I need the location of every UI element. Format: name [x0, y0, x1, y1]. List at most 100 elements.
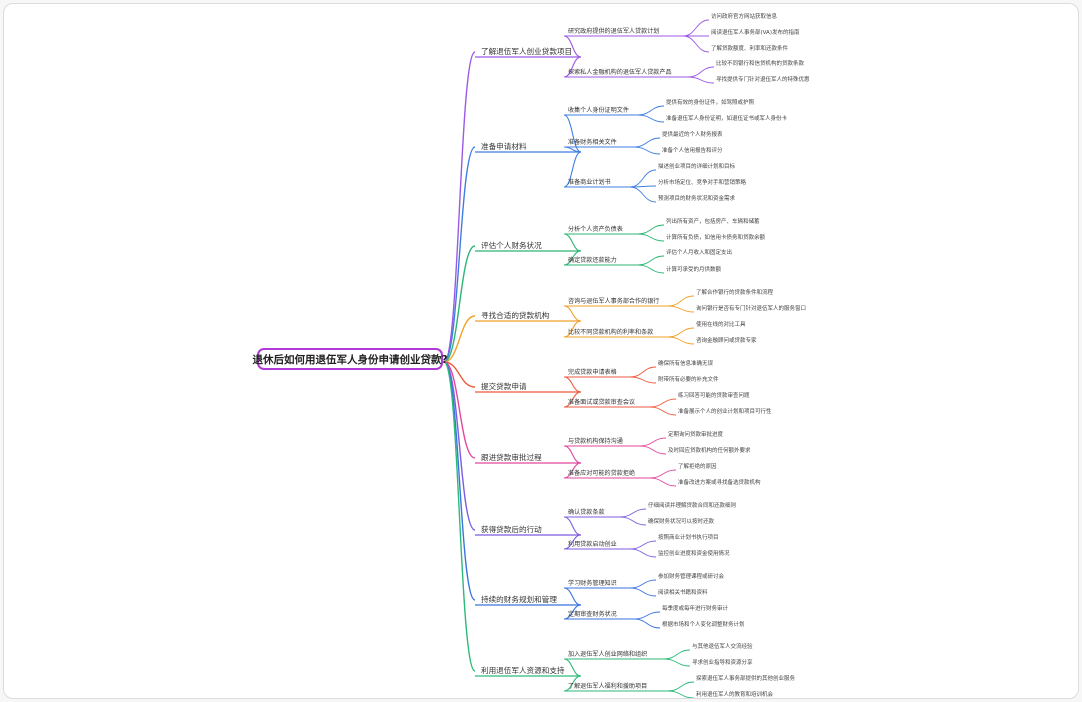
leaf-label[interactable]: 计算可承受的月供数额	[666, 265, 722, 273]
leaf-connector	[629, 548, 657, 558]
leaf-connector	[619, 508, 647, 518]
leaf-label[interactable]: 寻求创业指导和资源分享	[692, 658, 753, 666]
leaf-label[interactable]: 练习回答可能的贷款审查问题	[678, 391, 750, 399]
branch-connector	[443, 245, 476, 363]
leaf-label[interactable]: 及时回应贷款机构的任何额外要求	[668, 446, 751, 454]
branch-connector	[443, 361, 476, 531]
mindmap-svg: 了解退伍军人创业贷款项目 研究政府提供的退伍军人贷款计划 访问政府官方网站获取信息阅…	[443, 12, 810, 698]
leaf-connector	[629, 169, 657, 188]
leaf-connector	[687, 76, 715, 84]
leaf-label[interactable]: 根据市场和个人变化调整财务计划	[662, 620, 745, 628]
leaf-label[interactable]: 访问政府官方网站获取信息	[711, 12, 778, 20]
leaf-label[interactable]: 计算所有负债，如信用卡债务和贷款余额	[666, 233, 766, 241]
branch-label[interactable]: 跟进贷款审批过程	[481, 452, 542, 462]
subbranch-label[interactable]: 研究政府提供的退伍军人贷款计划	[568, 27, 659, 35]
leaf-label[interactable]: 询问银行是否有专门针对退伍军人的服务窗口	[696, 304, 806, 312]
leaf-label[interactable]: 评估个人月收入和固定支出	[666, 248, 732, 256]
leaf-label[interactable]: 参加财务管理课程或研讨会	[658, 572, 725, 580]
branch-connector	[443, 315, 476, 363]
leaf-connector	[667, 327, 695, 338]
branch-label[interactable]: 利用退伍军人资源和支持	[481, 665, 565, 675]
leaf-label[interactable]: 准备改进方案或寻找备选贷款机构	[678, 478, 761, 486]
subbranch-connector	[563, 151, 582, 188]
leaf-connector	[687, 66, 715, 78]
leaf-connector	[637, 224, 665, 235]
leaf-label[interactable]: 确保所有信息准确无误	[658, 359, 714, 367]
branch-connector	[443, 361, 476, 459]
leaf-label[interactable]: 监控创业进度和资金使用情况	[658, 549, 730, 557]
leaf-label[interactable]: 探索退伍军人事务部提供的其他创业服务	[696, 674, 796, 682]
subbranch-label[interactable]: 咨询与退伍军人事务部合作的银行	[568, 297, 659, 305]
subbranch-label[interactable]: 了解退伍军人福利和援助项目	[568, 682, 647, 690]
leaf-label[interactable]: 准备个人信用报告和评分	[662, 146, 723, 154]
subbranch-label[interactable]: 探索私人金融机构的退伍军人贷款产品	[568, 68, 672, 76]
leaf-label[interactable]: 准备退伍军人身份证明，如退伍证书或军人身份卡	[666, 114, 788, 122]
subbranch-label[interactable]: 确认贷款条款	[568, 508, 605, 516]
leaf-label[interactable]: 列出所有资产，包括房产、车辆和储蓄	[666, 217, 760, 225]
leaf-label[interactable]: 每季度或每年进行财务审计	[662, 604, 729, 612]
subbranch-connector	[563, 376, 582, 393]
leaf-label[interactable]: 提供有效的身份证件，如驾照或护照	[666, 98, 755, 106]
leaf-label[interactable]: 按照商业计划书执行项目	[658, 533, 719, 541]
leaf-connector	[639, 437, 667, 447]
leaf-label[interactable]: 附带所有必要的补充文件	[658, 375, 719, 383]
subbranch-connector	[563, 587, 582, 606]
leaf-label[interactable]: 与其他退伍军人交流经验	[692, 642, 753, 650]
root-node[interactable]: 退休后如何用退伍军人身份申请创业贷款?	[252, 348, 448, 370]
leaf-label[interactable]: 咨询金融顾问或贷款专家	[696, 336, 757, 344]
leaf-label[interactable]: 比较不同银行和信贷机构的贷款条款	[716, 59, 805, 67]
branch-label[interactable]: 了解退伍军人创业贷款项目	[481, 46, 572, 56]
subbranch-label[interactable]: 与贷款机构保持沟通	[568, 437, 623, 445]
leaf-label[interactable]: 分析市场定位、竞争对手和营销策略	[658, 178, 747, 186]
subbranch-connector	[563, 658, 582, 677]
leaf-connector	[663, 658, 691, 667]
leaf-connector	[667, 690, 695, 698]
subbranch-label[interactable]: 比较不同贷款机构的利率和条款	[568, 328, 653, 336]
subbranch-label[interactable]: 准备应对可能的贷款拒绝	[568, 469, 635, 477]
leaf-connector	[663, 649, 691, 660]
leaf-label[interactable]: 提供最近的个人财务报表	[662, 130, 723, 138]
branch-label[interactable]: 评估个人财务状况	[481, 240, 542, 250]
branch-connector	[443, 51, 476, 363]
leaf-label[interactable]: 了解合作银行的贷款条件和流程	[696, 288, 774, 296]
leaf-label[interactable]: 准备展示个人的创业计划和项目可行性	[678, 407, 772, 415]
subbranch-label[interactable]: 确定贷款还款能力	[568, 256, 617, 264]
leaf-connector	[682, 35, 710, 53]
subbranch-label[interactable]: 加入退伍军人创业网络和组织	[568, 650, 647, 658]
leaf-label[interactable]: 使用在线的对比工具	[696, 320, 746, 328]
leaf-label[interactable]: 仔细阅读并理解贷款合同和还款细则	[648, 501, 736, 509]
leaf-label[interactable]: 了解拒绝的原因	[678, 462, 717, 470]
leaf-label[interactable]: 定期询问贷款审批进度	[668, 430, 724, 438]
branch-label[interactable]: 提交贷款申请	[481, 381, 527, 391]
subbranch-label[interactable]: 分析个人资产负债表	[568, 225, 623, 233]
leaf-label[interactable]: 寻找提供专门针对退伍军人的特殊优惠	[716, 75, 810, 83]
subbranch-label[interactable]: 学习财务管理知识	[568, 579, 617, 587]
branch-label[interactable]: 获得贷款后的行动	[481, 524, 542, 534]
subbranch-connector	[563, 445, 582, 464]
branch-label[interactable]: 寻找合适的贷款机构	[481, 310, 550, 320]
leaf-connector	[649, 398, 677, 408]
subbranch-label[interactable]: 利用贷款启动创业	[568, 540, 617, 548]
leaf-connector	[633, 618, 661, 629]
leaf-label[interactable]: 阅读退伍军人事务部(VA)发布的指南	[711, 28, 800, 36]
leaf-connector	[633, 611, 661, 620]
leaf-label[interactable]: 描述创业项目的详细计划和目标	[658, 162, 736, 170]
subbranch-label[interactable]: 准备商业计划书	[568, 178, 611, 186]
leaf-connector	[667, 336, 695, 345]
subbranch-connector	[563, 35, 582, 58]
subbranch-label[interactable]: 准备财务相关文件	[568, 138, 617, 146]
leaf-label[interactable]: 了解贷款额度、利率和还款条件	[711, 44, 789, 52]
leaf-label[interactable]: 预测项目的财务状况和资金需求	[658, 194, 736, 202]
subbranch-label[interactable]: 准备面试或贷款审查会议	[568, 398, 635, 406]
branch-label[interactable]: 持续的财务规划和管理	[481, 594, 557, 604]
subbranch-label[interactable]: 定期审查财务状况	[568, 610, 617, 618]
leaf-label[interactable]: 利用退伍军人的教育和培训机会	[696, 690, 774, 698]
leaf-connector	[629, 366, 657, 378]
leaf-label[interactable]: 确保财务状况可以按时还款	[648, 517, 715, 525]
branch-label[interactable]: 准备申请材料	[481, 141, 527, 151]
subbranch-label[interactable]: 完成贷款申请表格	[568, 368, 617, 376]
subbranch-connector	[563, 305, 582, 322]
leaf-label[interactable]: 阅读相关书籍和资料	[658, 588, 708, 596]
subbranch-label[interactable]: 收集个人身份证明文件	[568, 106, 629, 114]
branch-connector	[443, 361, 476, 672]
